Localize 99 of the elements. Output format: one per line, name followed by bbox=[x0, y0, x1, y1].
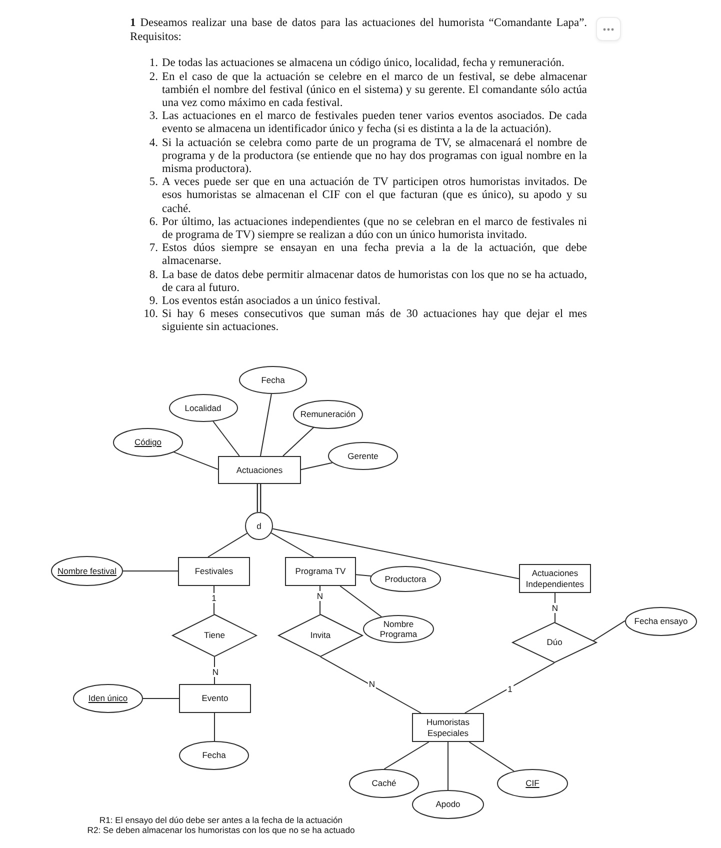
entity-name: Festivales bbox=[194, 566, 234, 577]
attribute-name: Caché bbox=[372, 778, 396, 789]
entity-box bbox=[218, 456, 301, 484]
entity-name: Actuaciones Independientes bbox=[524, 568, 586, 589]
requirement-text: Por último, las actuaciones independientes (que no se celebran en el marco de festivales ni de programa de TV) siempre se realizan a dúo con un único humorista invitado. bbox=[162, 216, 587, 242]
attribute-ellipse bbox=[625, 606, 697, 636]
attribute-name: Productora bbox=[384, 574, 426, 584]
relationship-name: Dúo bbox=[546, 637, 562, 648]
attribute-ellipse bbox=[168, 394, 238, 422]
list-number: 6. bbox=[149, 216, 158, 230]
relationship-diamond bbox=[172, 614, 257, 657]
requirement-text: Si la actuación se celebra como parte de un programa de TV, se almacenará el nombre de programa y de la productora (se entiende que no hay dos programas con igual nombre en la misma productora). bbox=[162, 136, 587, 176]
connector-line bbox=[282, 426, 314, 456]
double-line bbox=[256, 484, 262, 512]
requirement-text: Los eventos están asociados a un único festival. bbox=[162, 295, 382, 308]
attribute-name: Nombre Programa bbox=[378, 618, 418, 640]
attribute-ellipse bbox=[239, 366, 307, 394]
cardinality-label: 1 bbox=[210, 593, 218, 603]
entity-name: Actuaciones bbox=[236, 464, 283, 476]
connector-line bbox=[340, 586, 382, 618]
connector-line bbox=[464, 662, 555, 714]
connector-line bbox=[554, 592, 556, 623]
attribute-name: Código bbox=[134, 436, 162, 448]
connector-line bbox=[214, 712, 215, 742]
attribute-ellipse bbox=[113, 428, 183, 456]
list-number: 10. bbox=[144, 308, 158, 322]
connector-line bbox=[208, 532, 248, 558]
list-number: 7. bbox=[149, 242, 158, 256]
attribute-ellipse bbox=[51, 556, 123, 586]
relationship-name: Invita bbox=[310, 630, 331, 641]
cardinality-label: N bbox=[316, 591, 324, 601]
entity-box bbox=[178, 557, 250, 586]
requirement-text: En el caso de que la actuación se celebre en el marco de un festival, se debe almacenar también el nombre del festival (único en el sistema) y su gerente. El comandante sólo actúa una vez como máximo en cada festival. bbox=[162, 70, 587, 110]
cardinality-label: N bbox=[211, 667, 220, 677]
connector-line bbox=[260, 393, 272, 456]
attribute-name: Nombre festival bbox=[57, 566, 117, 576]
list-number: 8. bbox=[149, 268, 158, 282]
disjoint-circle bbox=[245, 512, 273, 540]
entity-box bbox=[285, 557, 356, 586]
requirement-text: Las actuaciones en el marco de festivales pueden tener varios eventos asociados. De cada evento se almacena un identificador único y fecha (si es distinta a la de la actuación). bbox=[162, 110, 587, 137]
list-number: 4. bbox=[149, 136, 158, 150]
connector-line bbox=[592, 620, 626, 642]
attribute-name: Fecha bbox=[261, 374, 285, 386]
attribute-name: CIF bbox=[526, 778, 540, 789]
cardinality-label: 1 bbox=[506, 684, 514, 694]
attribute-name: Localidad bbox=[184, 402, 222, 414]
connector-line bbox=[142, 698, 180, 699]
connector-line bbox=[300, 462, 333, 470]
connector-line bbox=[212, 420, 240, 456]
list-number: 1. bbox=[149, 57, 158, 71]
attribute-ellipse bbox=[412, 790, 484, 819]
attribute-ellipse bbox=[328, 442, 398, 470]
attribute-name: Apodo bbox=[436, 799, 460, 810]
connector-line bbox=[122, 570, 178, 572]
relationship-diamond bbox=[512, 622, 597, 663]
attribute-ellipse bbox=[497, 769, 568, 798]
list-number: 9. bbox=[149, 295, 158, 308]
constraint-note: R2: Se deben almacenar los humoristas con los que no se ha actuado bbox=[87, 825, 355, 835]
cardinality-label: N bbox=[550, 603, 560, 613]
attribute-name: Fecha bbox=[202, 750, 226, 761]
connector-line bbox=[272, 528, 520, 580]
attribute-name: Remuneración bbox=[300, 408, 356, 420]
connector-line bbox=[468, 742, 514, 772]
requirement-text: Si hay 6 meses consecutivos que suman más de 30 actuaciones hay que dejar el mes siguiente sin actuaciones. bbox=[162, 308, 587, 335]
attribute-ellipse bbox=[73, 684, 143, 713]
entity-name: Evento bbox=[202, 693, 228, 704]
relationship-name: Tiene bbox=[204, 630, 225, 641]
list-number: 5. bbox=[149, 176, 158, 190]
attribute-name: Fecha ensayo bbox=[634, 616, 688, 626]
requirement-text: Estos dúos siempre se ensayan en una fecha previa a la de la actuación, que debe almacenarse. bbox=[162, 242, 587, 269]
entity-name: Programa TV bbox=[295, 566, 346, 577]
attribute-name: Gerente bbox=[348, 450, 378, 462]
entity-box bbox=[179, 684, 251, 713]
attribute-ellipse bbox=[179, 741, 249, 770]
disjoint-label: d bbox=[256, 520, 262, 532]
attribute-ellipse bbox=[349, 769, 419, 798]
connector-line bbox=[270, 532, 314, 558]
connector-line bbox=[320, 656, 422, 714]
attribute-name: Iden único bbox=[88, 693, 128, 704]
attribute-ellipse bbox=[293, 400, 363, 428]
cardinality-label: N bbox=[368, 679, 376, 689]
connector-line bbox=[214, 656, 215, 684]
requirement-text: De todas las actuaciones se almacena un código único, localidad, fecha y remuneración. bbox=[162, 57, 566, 71]
connector-line bbox=[356, 574, 372, 576]
requirement-text: La base de datos debe permitir almacenar datos de humoristas con los que no se ha actuado, de cara al futuro. bbox=[162, 268, 587, 296]
list-number: 3. bbox=[149, 110, 158, 124]
requirement-text: A veces puede ser que en una actuación de TV participen otros humoristas invitados. De esos humoristas se almacenan el CIF con el que facturan (que es único), su apodo y su caché. bbox=[162, 176, 587, 216]
list-number: 2. bbox=[149, 70, 158, 84]
entity-box bbox=[519, 564, 591, 593]
attribute-ellipse bbox=[363, 615, 434, 643]
section-heading: Requisitos: bbox=[130, 30, 182, 44]
entity-box bbox=[412, 713, 484, 742]
connector-line bbox=[172, 451, 218, 470]
relationship-diamond bbox=[278, 614, 363, 657]
connector-line bbox=[384, 742, 430, 770]
entity-name: Humoristas Especiales bbox=[426, 717, 470, 738]
constraint-note: R1: El ensayo del dúo debe ser antes a la fecha de la actuación bbox=[99, 815, 343, 825]
problem-statement: 1 Deseamos realizar una base de datos para las actuaciones del humorista “Comandante Lapa”. bbox=[130, 17, 587, 31]
attribute-ellipse bbox=[370, 566, 441, 592]
